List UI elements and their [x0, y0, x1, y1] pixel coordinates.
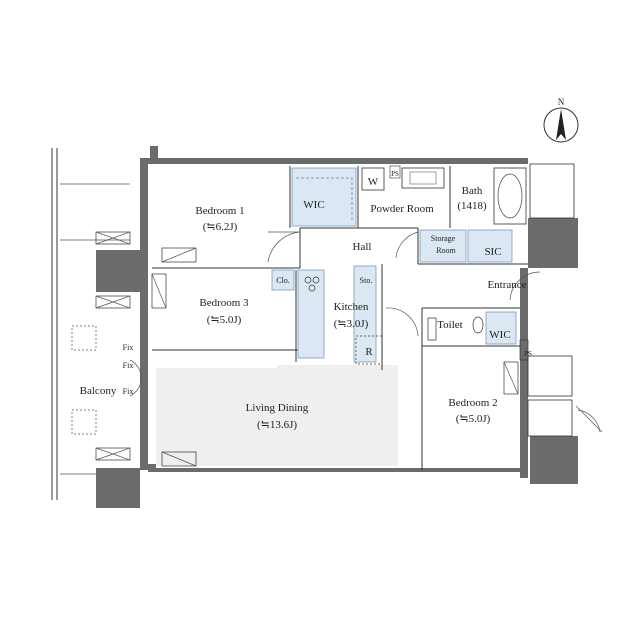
bedroom2-size: (≒5.0J) [456, 413, 491, 425]
marks: Fix Fix Fix PS PS W R [123, 170, 532, 396]
compass: N [543, 97, 579, 143]
fix-mark-1: Fix [123, 343, 134, 352]
room-labels: Bedroom 1 (≒6.2J) Bedroom 3 (≒5.0J) Livi… [80, 185, 527, 431]
north-arrow-icon [556, 109, 566, 140]
compass-label: N [558, 97, 565, 107]
bath-tub [493, 167, 527, 225]
washer-mark: W [368, 176, 379, 188]
storage-area [419, 229, 467, 263]
stove-icon [304, 276, 320, 292]
kitchen-counter [297, 269, 325, 359]
powder-fixtures [361, 165, 445, 191]
wic2-area [485, 311, 517, 345]
bedroom1-name: Bedroom 1 [195, 205, 244, 217]
window-sashes [71, 231, 519, 467]
balcony-railing [51, 148, 130, 500]
ps-mark-2: PS [524, 350, 532, 358]
kitchen-size: (≒3.0J) [334, 318, 369, 330]
kitchen-island [353, 265, 377, 363]
wic1-area [291, 167, 357, 227]
bath-name: Bath [462, 185, 483, 197]
partitions [152, 166, 528, 470]
hall-name: Hall [353, 241, 372, 253]
living-name: Living Dining [246, 402, 309, 414]
doors [129, 231, 603, 433]
balcony-name: Balcony [80, 385, 117, 397]
toilet-name: Toilet [437, 319, 463, 331]
bedroom2-name: Bedroom 2 [448, 397, 497, 409]
bedroom3-size: (≒5.0J) [207, 314, 242, 326]
wic2-name: WIC [489, 329, 510, 341]
closet-area [271, 269, 295, 291]
storage-line2: Room [436, 246, 456, 255]
fix-mark-2: Fix [123, 361, 134, 370]
bath-size: (1418) [457, 200, 487, 212]
sto-name: Sto. [360, 276, 373, 285]
storage-line1: Storage [431, 234, 456, 243]
sic-name: SIC [484, 246, 501, 258]
bedroom1-size: (≒6.2J) [203, 221, 238, 233]
toilet-fixtures [427, 316, 484, 341]
walls [96, 146, 578, 508]
clo-name: Clo. [276, 276, 290, 285]
entrance-name: Entrance [487, 279, 526, 291]
fridge-icon [355, 335, 383, 365]
kitchen-name: Kitchen [334, 301, 369, 313]
ps-mark-1: PS [391, 170, 399, 178]
fridge-mark: R [365, 346, 373, 358]
sic-area [467, 229, 513, 263]
right-annex [519, 163, 575, 437]
bedroom3-name: Bedroom 3 [199, 297, 249, 309]
wic1-name: WIC [303, 199, 324, 211]
living-floor-top [277, 365, 398, 385]
living-size: (≒13.6J) [257, 419, 297, 431]
powder-name: Powder Room [370, 203, 434, 215]
fix-mark-3: Fix [123, 387, 134, 396]
